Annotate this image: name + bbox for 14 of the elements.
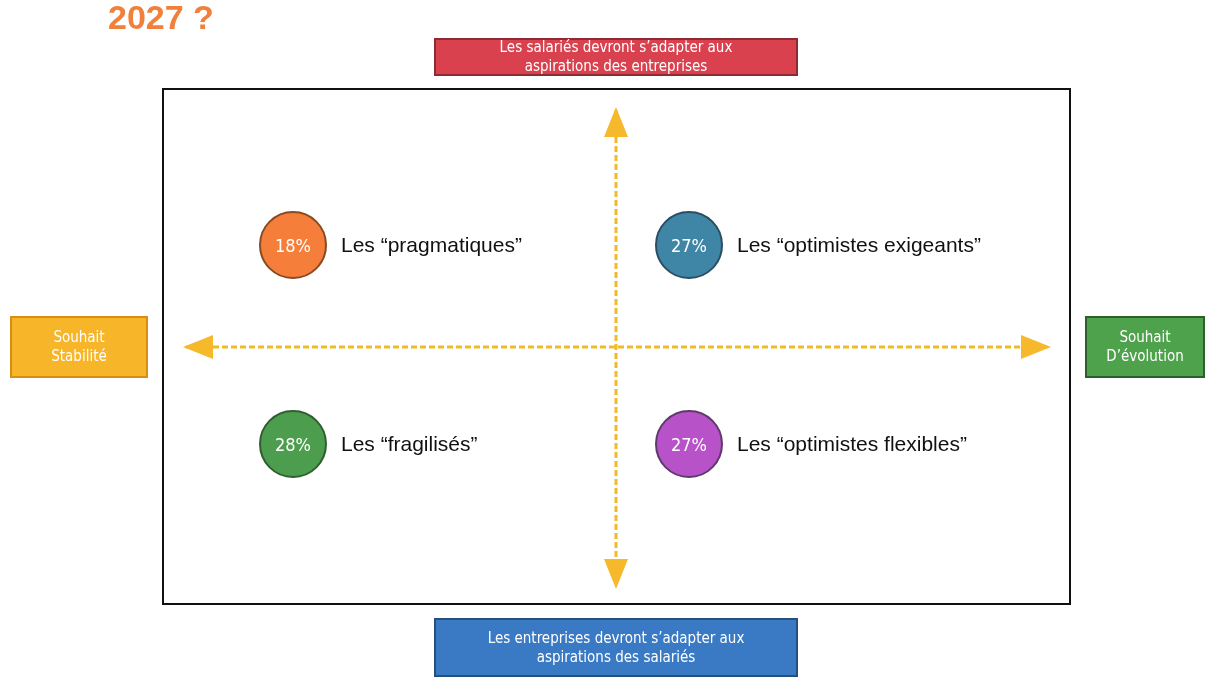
percent-circle: 27% <box>655 410 723 478</box>
axis-label-box: Les salariés devront s’adapter aux aspirations des entreprises <box>434 38 798 76</box>
group-label: Les “optimistes exigeants” <box>737 233 981 257</box>
percent-circle: 18% <box>259 211 327 279</box>
group-label: Les “optimistes flexibles” <box>737 432 967 456</box>
axis-label-box: Souhait Stabilité <box>10 316 148 378</box>
percent-circle: 28% <box>259 410 327 478</box>
group-label: Les “fragilisés” <box>341 432 478 456</box>
quadrant-frame <box>162 88 1071 605</box>
group-label: Les “pragmatiques” <box>341 233 522 257</box>
axis-label-box: Les entreprises devront s’adapter aux aspirations des salariés <box>434 618 798 677</box>
axis-label-box: Souhait D’évolution <box>1085 316 1205 378</box>
page-title: 2027 ? <box>108 0 214 37</box>
percent-circle: 27% <box>655 211 723 279</box>
